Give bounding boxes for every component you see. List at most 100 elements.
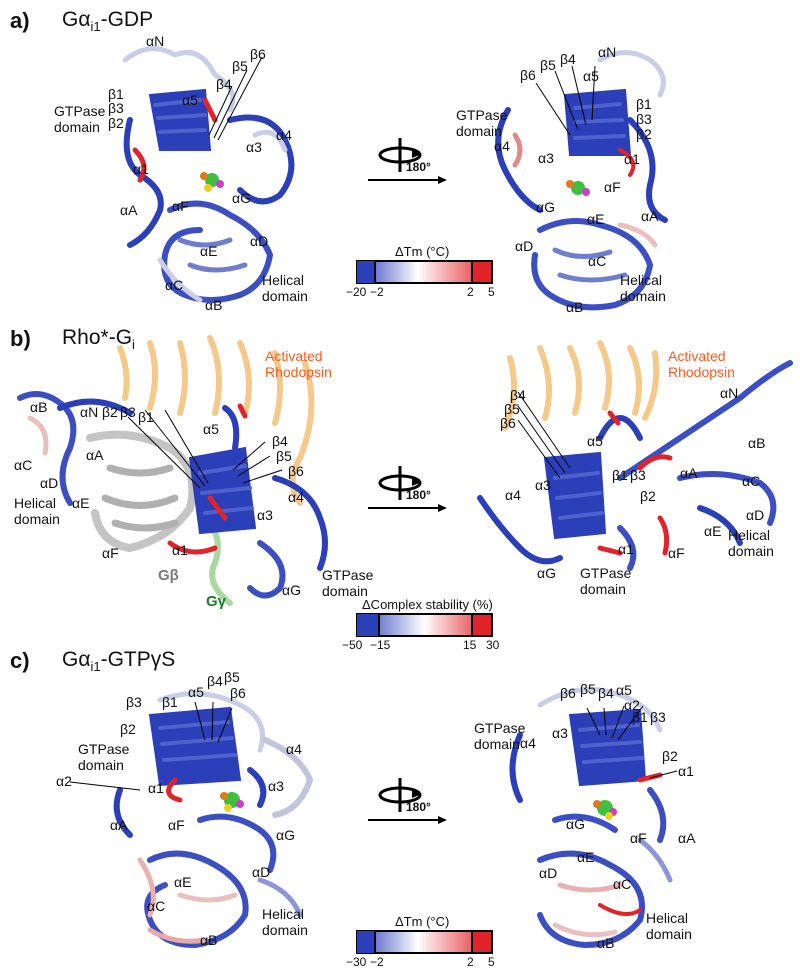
label-rb-b3: β3 xyxy=(630,467,646,483)
label-rb-b6: β6 xyxy=(500,415,516,431)
label-b-a4: α4 xyxy=(288,489,304,505)
structure-left-c xyxy=(113,691,314,949)
label-rc-aC: αC xyxy=(613,876,632,892)
label-b-aC: αC xyxy=(14,457,33,473)
label-rc-aD: αD xyxy=(539,865,558,881)
rotation-arrow-c xyxy=(368,778,447,824)
label-c-aD: αD xyxy=(252,864,271,880)
label-rb-b4: β4 xyxy=(510,387,526,403)
label-rb-aD: αD xyxy=(746,507,765,523)
label-rc-b4: β4 xyxy=(598,685,614,701)
label-rc-b1: β1 xyxy=(632,709,648,725)
scale-b-tick-low: −50 xyxy=(342,638,363,652)
panel-b-letter: b) xyxy=(10,326,31,351)
label-c-aB: αB xyxy=(200,932,218,948)
gbeta-label: Gβ xyxy=(158,567,179,584)
label-c-aC: αC xyxy=(147,898,166,914)
label-rc-a5: α5 xyxy=(616,682,632,698)
label-a5: α5 xyxy=(182,92,198,108)
structure-right-c xyxy=(509,686,673,949)
label-r-b6: β6 xyxy=(520,67,536,83)
label-r-b3: β3 xyxy=(636,111,652,127)
label-aA: αA xyxy=(120,202,138,218)
scale-a-title: ΔTm (°C) xyxy=(395,244,450,259)
leader-lines-right-b xyxy=(517,391,571,479)
label-b-aF: αF xyxy=(102,545,119,561)
label-b-a5: α5 xyxy=(203,421,219,437)
label-aF: αF xyxy=(172,198,189,214)
label-aC: αC xyxy=(165,277,184,293)
label-b5: β5 xyxy=(232,58,248,74)
label-b-b1: β1 xyxy=(138,409,154,425)
label-rb-aB: αB xyxy=(748,435,766,451)
label-rc-b5: β5 xyxy=(580,681,596,697)
label-b-a3: α3 xyxy=(257,507,273,523)
galpha-right xyxy=(477,360,793,571)
label-r-aN: αN xyxy=(598,44,617,60)
label-rc-b2: β2 xyxy=(662,748,678,764)
label-b-b2: β2 xyxy=(102,404,118,420)
label-rb-a5: α5 xyxy=(587,433,603,449)
label-b-b4: β4 xyxy=(272,433,288,449)
label-rc-aF: αF xyxy=(630,830,647,846)
label-b-b3: β3 xyxy=(120,404,136,420)
label-rb-aN: αN xyxy=(720,385,739,401)
label-b3: β3 xyxy=(108,100,124,116)
label-r-aF: αF xyxy=(604,179,621,195)
label-rb-b1: β1 xyxy=(612,467,628,483)
panel-a-title: Gαi1-GDP xyxy=(62,8,154,35)
label-b-b5: β5 xyxy=(276,448,292,464)
label-b4: β4 xyxy=(216,76,232,92)
label-a4: α4 xyxy=(276,127,292,143)
label-c-a3: α3 xyxy=(268,778,284,794)
label-r-b2: β2 xyxy=(636,126,652,142)
label-b1: β1 xyxy=(108,86,124,102)
label-c-b6: β6 xyxy=(230,685,246,701)
scale-b-tick-2: −15 xyxy=(370,638,391,652)
label-c-b5: β5 xyxy=(224,669,240,685)
label-r-aE: αE xyxy=(587,211,605,227)
label-b-aB: αB xyxy=(30,399,48,415)
label-b-b6: β6 xyxy=(288,463,304,479)
label-rc-a4: α4 xyxy=(520,735,536,751)
scale-c-tick-3: 2 xyxy=(467,955,474,969)
label-c-aE: αE xyxy=(174,874,192,890)
label-aD: αD xyxy=(250,233,269,249)
leader-lines-left-c xyxy=(69,701,233,791)
rhodopsin-right xyxy=(502,340,660,431)
label-r-a3: α3 xyxy=(538,150,554,166)
label-rb-a3: α3 xyxy=(535,477,551,493)
rotation-label-a: 180° xyxy=(406,160,431,174)
rotation-arrow-b xyxy=(368,466,447,512)
label-b2: β2 xyxy=(108,115,124,131)
structure-left-a xyxy=(122,46,295,303)
label-rc-aA: αA xyxy=(678,830,696,846)
scale-a-tick-1: −20 xyxy=(346,285,367,299)
panel-c-title: Gαi1-GTPγS xyxy=(62,648,176,675)
scale-b-title: ΔComplex stability (%) xyxy=(362,597,493,612)
label-rc-a3: α3 xyxy=(552,725,568,741)
label-aE: αE xyxy=(200,243,218,259)
ggamma-label: Gγ xyxy=(206,593,227,610)
panel-c-letter: c) xyxy=(10,648,30,673)
scale-c-tick-2: −2 xyxy=(370,955,384,969)
label-b-aE: αE xyxy=(72,495,90,511)
label-r-aD: αD xyxy=(515,238,534,254)
label-c-a5: α5 xyxy=(188,684,204,700)
galpha-left xyxy=(17,391,328,599)
rotation-label-c: 180° xyxy=(406,800,431,814)
label-c-aF: αF xyxy=(168,817,185,833)
label-c-a2: α2 xyxy=(56,773,72,789)
label-a1: α1 xyxy=(133,161,149,177)
label-rb-aF: αF xyxy=(668,545,685,561)
label-rb-aG: αG xyxy=(537,565,556,581)
label-aG: αG xyxy=(232,190,251,206)
leader-lines-right-a xyxy=(535,65,596,136)
label-rb-a1: α1 xyxy=(618,541,634,557)
